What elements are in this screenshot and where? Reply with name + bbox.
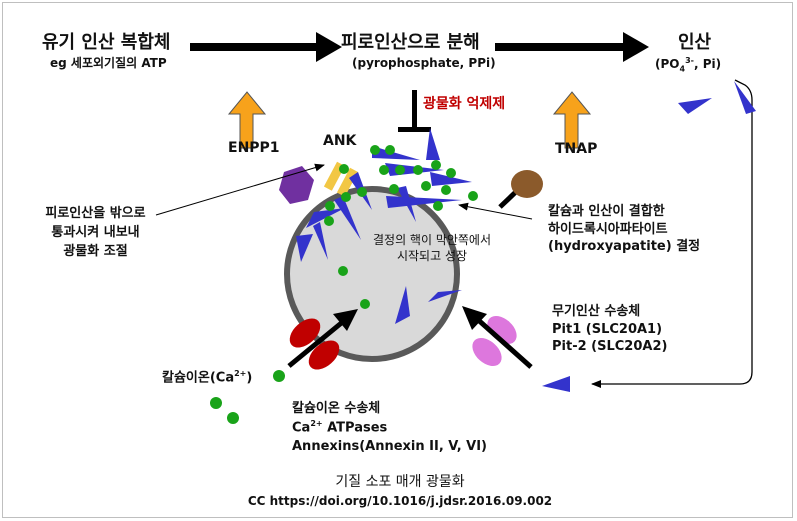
hydroxyapatite-crystals bbox=[296, 81, 756, 392]
arrow-ppi-to-pi bbox=[495, 32, 649, 62]
calcium-ions bbox=[210, 145, 478, 424]
nucleation-line-2: 시작되고 성장 bbox=[396, 249, 468, 264]
calcium-import-arrow bbox=[287, 309, 358, 368]
hydroxyapatite-line-1: 칼슘과 인산이 결합한 bbox=[548, 204, 665, 219]
calcium-ion-label: 칼슘이온(Ca2+) bbox=[162, 369, 253, 386]
calcium-transporter-line-2: Ca2+ ATPases bbox=[292, 419, 388, 436]
phosphate-import-arrow bbox=[462, 306, 533, 369]
nucleation-line-1: 결정의 핵이 막안쪽에서 bbox=[372, 233, 492, 247]
arrow-organic-to-ppi bbox=[190, 32, 342, 62]
enpp1-arrow bbox=[227, 91, 267, 149]
hydroxyapatite-description: 칼슘과 인산이 결합한 하이드록시아파타이트 (hydroxyapatite) … bbox=[548, 203, 700, 256]
enpp1-label: ENPP1 bbox=[228, 140, 280, 156]
nucleation-description: 결정의 핵이 막안쪽에서 시작되고 성장 bbox=[362, 232, 502, 264]
mineralization-inhibitor-label: 광물화 억제제 bbox=[423, 96, 506, 112]
calcium-transporter-description: 칼슘이온 수송체 Ca2+ ATPases Annexins(Annexin I… bbox=[292, 400, 487, 456]
ank-label: ANK bbox=[323, 133, 357, 149]
calcium-transporter-line-3: Annexins(Annexin II, V, VI) bbox=[292, 438, 487, 454]
crystal-pointer-line bbox=[458, 202, 533, 220]
tnap-protein bbox=[498, 170, 543, 209]
phosphate-label: 인산 bbox=[678, 32, 712, 53]
phosphate-transporter-line-2: Pit1 (SLC20A1) bbox=[552, 321, 663, 337]
inhibition-bar bbox=[398, 90, 431, 132]
enpp1-protein bbox=[279, 166, 314, 204]
organic-phosphate-example-label: eg 세포외기질의 ATP bbox=[50, 56, 167, 70]
ank-pointer-line bbox=[155, 163, 325, 216]
phosphate-sub-label: (PO43-, Pi) bbox=[655, 56, 722, 74]
ank-description-line-3: 광물화 조절 bbox=[63, 243, 128, 259]
hydroxyapatite-line-3: (hydroxyapatite) 결정 bbox=[548, 239, 701, 255]
ank-description-line-1: 피로인산을 밖으로 bbox=[45, 206, 146, 221]
matrix-vesicle bbox=[284, 186, 460, 362]
phosphate-transporter-description: 무기인산 수송체 Pit1 (SLC20A1) Pit-2 (SLC20A2) bbox=[552, 303, 667, 356]
pyrophosphate-label: 피로인산으로 분해 bbox=[341, 32, 480, 53]
tnap-label: TNAP bbox=[555, 141, 598, 157]
phosphate-transporter-line-3: Pit-2 (SLC20A2) bbox=[552, 339, 668, 355]
calcium-channel bbox=[289, 318, 340, 370]
ank-description: 피로인산을 밖으로 통과시켜 내보내 광물화 조절 bbox=[28, 205, 163, 262]
pyrophosphate-sub-label: (pyrophosphate, PPi) bbox=[352, 56, 496, 70]
calcium-transporter-line-1: 칼슘이온 수송체 bbox=[292, 401, 381, 416]
return-loop-arrow bbox=[591, 79, 753, 388]
organic-phosphate-complex-label: 유기 인산 복합체 bbox=[42, 32, 171, 53]
tnap-arrow bbox=[552, 91, 592, 149]
phosphate-transporter-line-1: 무기인산 수송체 bbox=[552, 304, 641, 319]
hydroxyapatite-line-2: 하이드록시아파타이트 bbox=[548, 221, 668, 237]
figure-title: 기질 소포 매개 광물화 bbox=[335, 474, 465, 490]
ank-description-line-2: 통과시켜 내보내 bbox=[51, 224, 140, 240]
figure-credit: CC https://doi.org/10.1016/j.jdsr.2016.0… bbox=[247, 494, 553, 508]
